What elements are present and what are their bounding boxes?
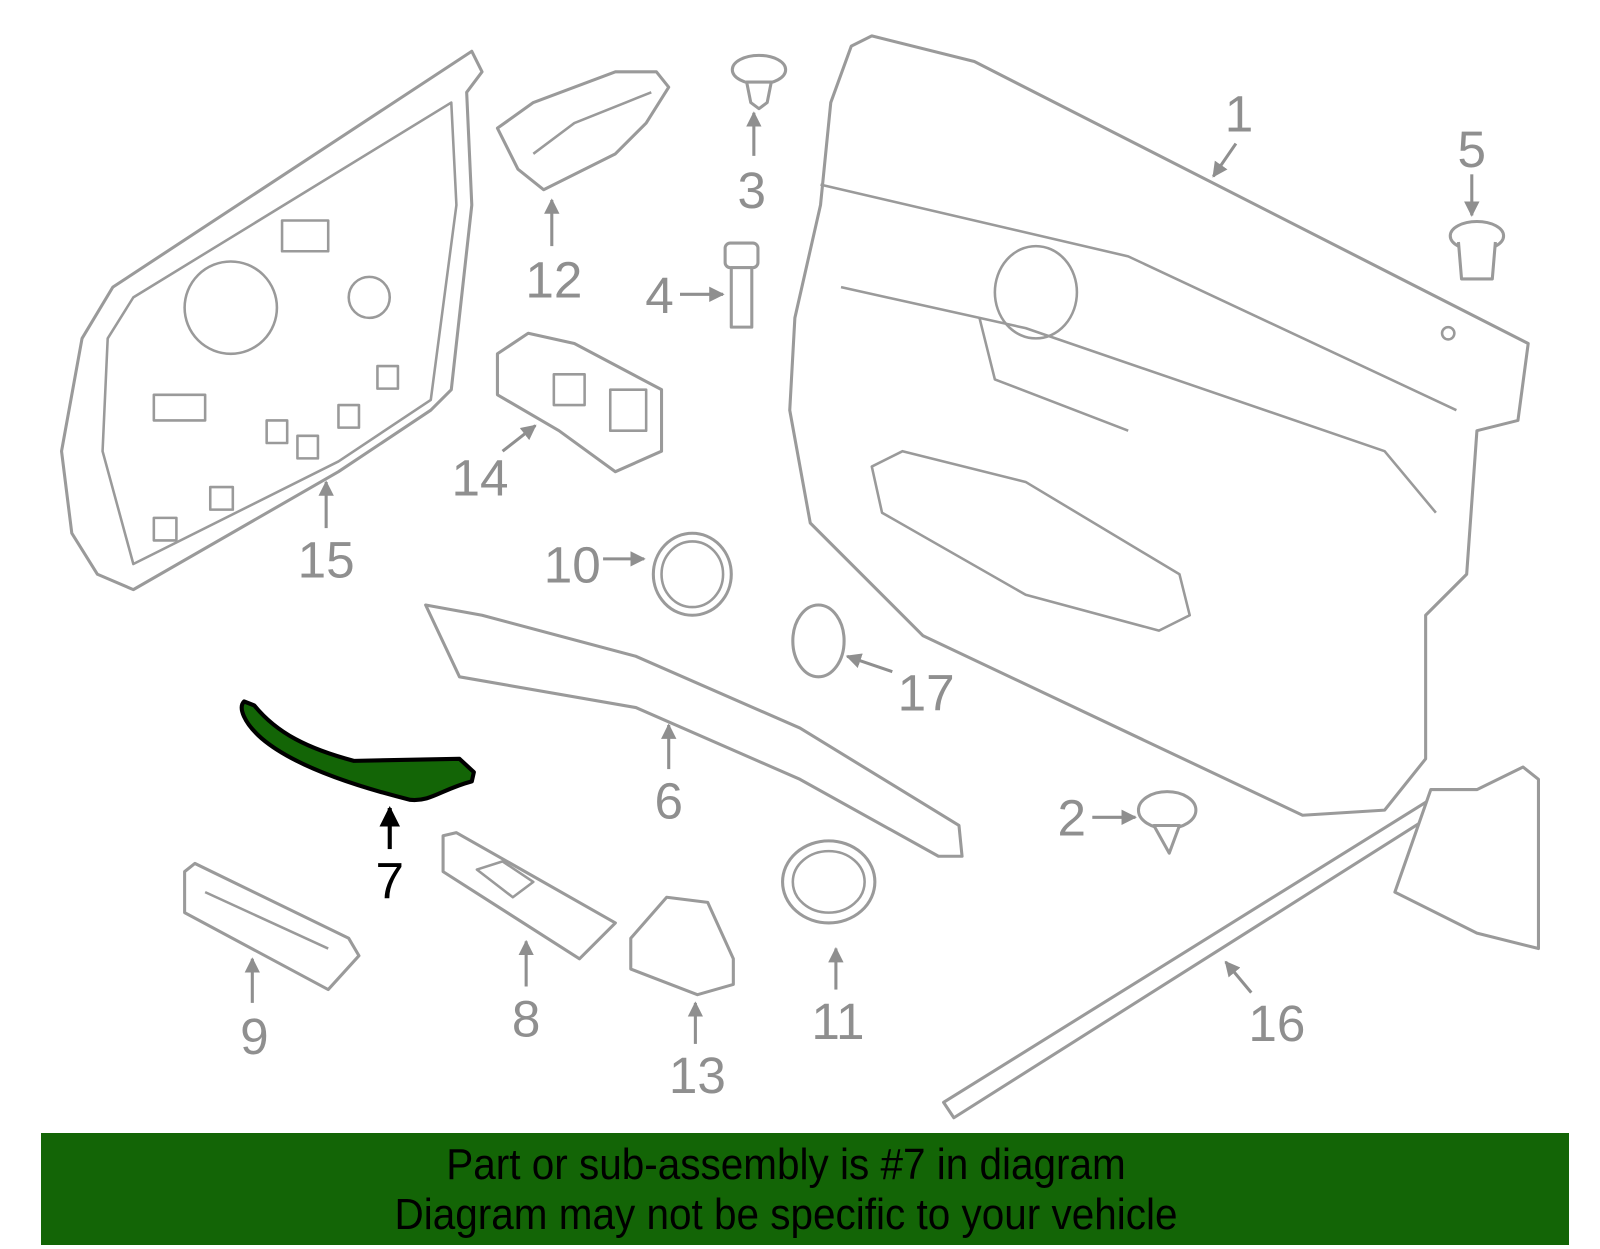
part-1-door-trim-panel[interactable]: [788, 34, 1530, 817]
part-17-cap[interactable]: [791, 603, 846, 679]
part-14-window-switch[interactable]: [495, 331, 664, 474]
label-part-12: 12: [525, 251, 582, 308]
part-13-switch[interactable]: [629, 895, 735, 997]
part-6-trim-strip[interactable]: [424, 603, 964, 858]
part-8-switch-bezel[interactable]: [441, 831, 617, 961]
label-part-8: 8: [512, 991, 541, 1048]
label-part-15: 15: [298, 531, 355, 588]
label-part-11: 11: [811, 993, 864, 1050]
label-part-1: 1: [1225, 85, 1254, 142]
label-part-7: 7: [375, 852, 404, 909]
label-part-3: 3: [738, 162, 767, 219]
part-5-nut[interactable]: [1448, 219, 1506, 281]
part-7-highlighted-trim[interactable]: [239, 699, 476, 803]
banner-line-1: Part or sub-assembly is #7 in diagram: [446, 1140, 1126, 1189]
label-part-13: 13: [669, 1047, 726, 1104]
part-16-weatherstrip[interactable]: [942, 765, 1540, 1120]
label-part-10: 10: [544, 536, 601, 593]
label-part-4: 4: [645, 267, 674, 324]
label-part-2: 2: [1058, 790, 1087, 847]
part-10-speaker-cover[interactable]: [651, 531, 733, 617]
part-4-screw[interactable]: [723, 241, 760, 329]
label-part-17: 17: [898, 665, 955, 722]
label-part-9: 9: [240, 1008, 269, 1065]
label-part-16: 16: [1248, 995, 1305, 1052]
notice-banner: Part or sub-assembly is #7 in diagram Di…: [41, 1133, 1569, 1245]
part-15-door-carrier[interactable]: [59, 49, 484, 592]
part-9-switch-bezel[interactable]: [183, 861, 361, 992]
label-part-14: 14: [451, 449, 508, 506]
label-part-5: 5: [1458, 121, 1487, 178]
part-12-handle-bracket[interactable]: [495, 70, 671, 192]
banner-line-2: Diagram may not be specific to your vehi…: [394, 1190, 1178, 1239]
part-3-clip[interactable]: [730, 53, 788, 111]
part-2-clip[interactable]: [1136, 790, 1198, 855]
part-11-speaker-ring[interactable]: [781, 839, 877, 925]
label-part-6: 6: [654, 772, 683, 829]
callout-arrows: [244, 111, 1480, 1044]
